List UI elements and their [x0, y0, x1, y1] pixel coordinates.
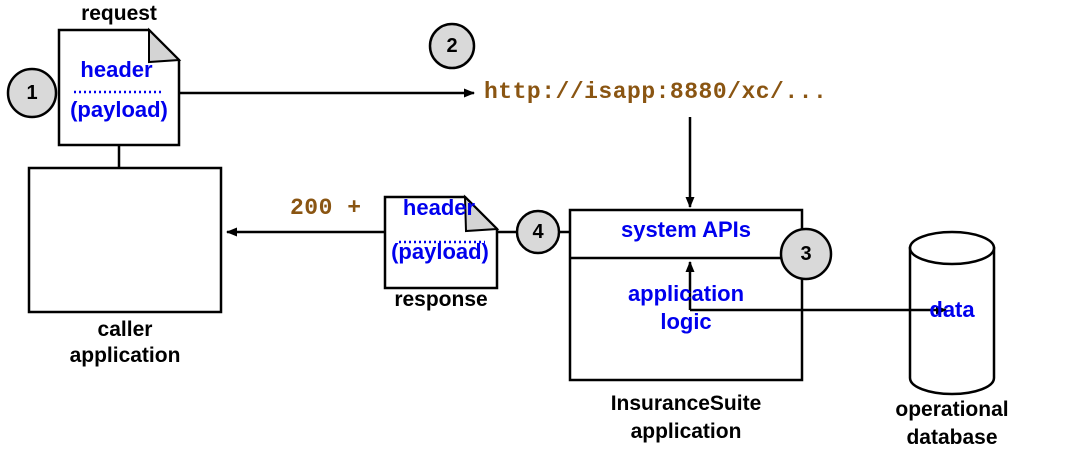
insurancesuite-box	[568, 208, 804, 382]
caller-application-caption-line2: application	[69, 344, 181, 367]
request-url-label: http://isapp:8880/xc/...	[484, 79, 828, 105]
application-logic-label-line2: logic	[660, 309, 712, 334]
step-badge-1-circle[interactable]	[6, 67, 58, 119]
step-badge-2-number: 2	[446, 35, 458, 57]
response-document-header-label: header	[402, 195, 476, 220]
database-cylinder-top	[908, 230, 996, 266]
response-document-fold	[463, 194, 500, 233]
request-document-header-label: header	[80, 57, 153, 82]
database-caption-line2: database	[906, 426, 998, 449]
database-data-label: data	[929, 297, 975, 322]
request-document-caption: request	[81, 2, 157, 25]
request-document-fold	[148, 27, 182, 64]
insurancesuite-caption-line1: InsuranceSuite	[610, 392, 762, 415]
step-badge-1-number: 1	[26, 82, 38, 104]
step-badge-4-number: 4	[532, 221, 544, 243]
response-document-caption: response	[394, 288, 488, 311]
step-badge-3-circle[interactable]	[779, 227, 833, 281]
step-badge-3-number: 3	[800, 243, 812, 265]
step-badge-4-circle[interactable]	[515, 209, 561, 255]
database-caption-line1: operational	[895, 398, 1009, 421]
request-document-payload-label: (payload)	[70, 97, 168, 122]
caller-application-box	[27, 166, 223, 314]
step-badge-2-circle[interactable]	[428, 22, 476, 70]
insurancesuite-caption-line2: application	[630, 420, 742, 443]
system-apis-label: system APIs	[620, 217, 752, 242]
response-document-payload-label: (payload)	[391, 239, 489, 264]
application-logic-label-line1: application	[627, 281, 745, 306]
response-status-label: 200 +	[290, 195, 362, 221]
caller-application-caption-line1: caller	[97, 318, 153, 341]
database-cylinder-body	[908, 246, 996, 396]
